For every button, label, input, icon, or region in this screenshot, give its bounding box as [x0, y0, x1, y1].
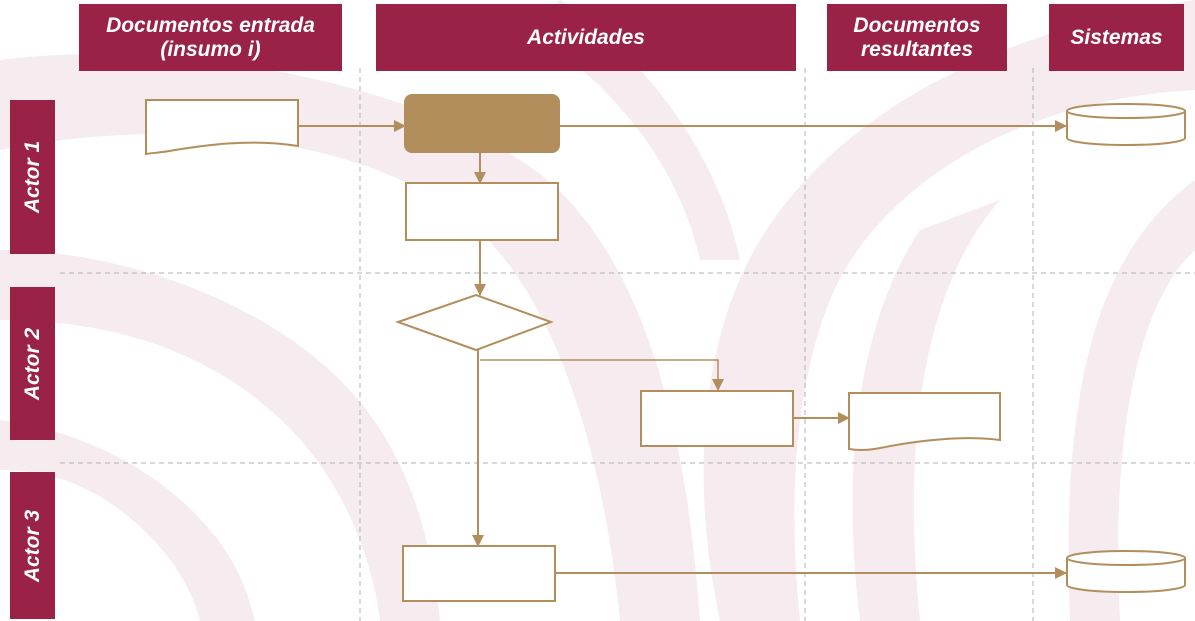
connectors	[298, 120, 1067, 579]
database-icon-actor3	[1066, 550, 1186, 593]
actor-2-label: Actor 2	[10, 287, 55, 440]
process-shape-actor3	[402, 545, 556, 602]
result-document-shape	[848, 392, 1001, 451]
header-result-documents-line1: Documentos	[853, 13, 981, 37]
actor-2-text: Actor 2	[20, 327, 44, 400]
process-shape-actor1	[405, 182, 559, 241]
header-activities-label: Actividades	[527, 25, 645, 49]
header-activities: Actividades	[376, 4, 796, 71]
actor-1-text: Actor 1	[20, 140, 44, 214]
arrow-decision-to-process2	[480, 359, 724, 391]
header-input-documents-line2: (insumo i)	[160, 37, 261, 61]
input-document-shape	[145, 99, 299, 156]
filled-activity-shape	[404, 94, 560, 153]
actor-3-label: Actor 3	[10, 472, 55, 619]
header-systems: Sistemas	[1049, 4, 1184, 71]
actor-1-label: Actor 1	[10, 100, 55, 254]
column-separators	[359, 68, 1034, 621]
header-result-documents-line2: resultantes	[860, 37, 974, 61]
actor-3-text: Actor 3	[20, 509, 44, 582]
header-input-documents-line1: Documentos entrada	[106, 13, 315, 37]
header-input-documents: Documentos entrada (insumo i)	[79, 4, 342, 71]
header-result-documents: Documentos resultantes	[827, 4, 1007, 71]
decision-diamond-shape	[394, 293, 554, 352]
header-systems-label: Sistemas	[1070, 25, 1163, 49]
database-icon-actor1	[1066, 103, 1186, 146]
process-shape-actor2	[640, 390, 794, 447]
lane-separators	[60, 272, 1195, 464]
